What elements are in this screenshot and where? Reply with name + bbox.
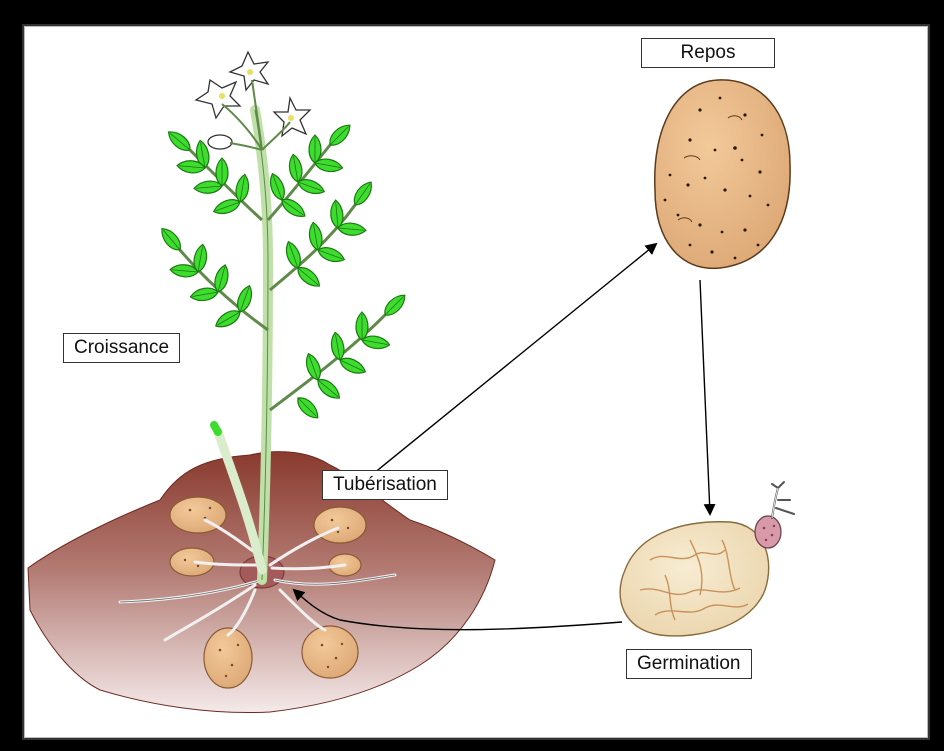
flower-left: [196, 80, 240, 118]
tuber-bottom-right: [302, 626, 358, 678]
label-repos: Repos: [641, 38, 775, 68]
flower-bud: [208, 135, 232, 149]
leaves: [157, 121, 409, 422]
repos-tuber: [655, 80, 790, 268]
label-tuberisation: Tubérisation: [322, 470, 448, 500]
tuber-bottom-left: [204, 628, 252, 688]
germination-tuber: [620, 522, 769, 636]
flowers: [196, 52, 310, 149]
sprout-base: [755, 516, 781, 548]
tuber-top-right: [314, 507, 366, 543]
arrow-tuberisation-to-repos: [368, 244, 656, 478]
arrow-repos-to-germination: [700, 280, 710, 514]
label-germination: Germination: [626, 649, 752, 679]
side-shoot-tip: [214, 425, 218, 432]
label-croissance: Croissance: [63, 333, 180, 363]
